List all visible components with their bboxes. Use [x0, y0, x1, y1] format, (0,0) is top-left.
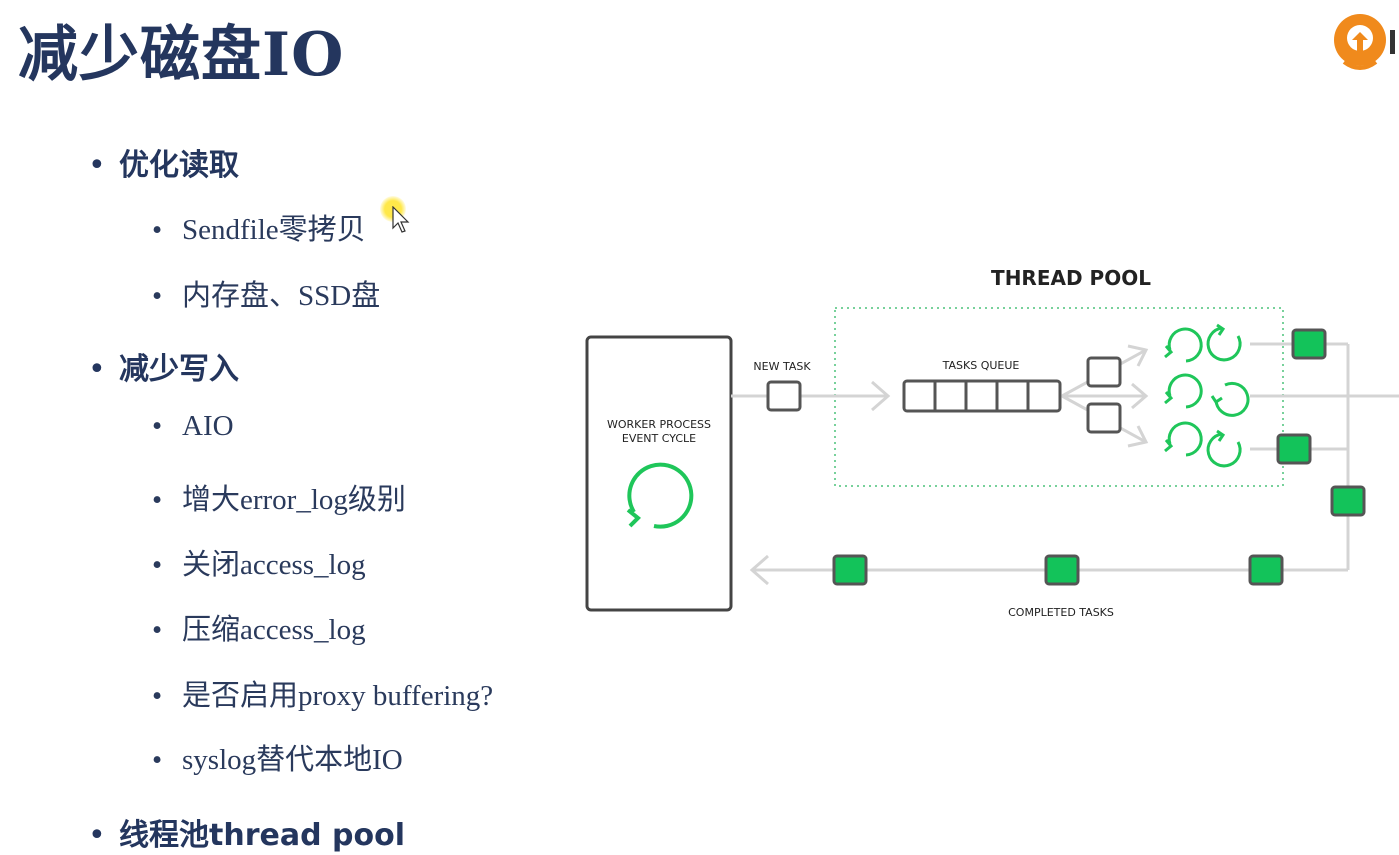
completed-label: COMPLETED TASKS: [1008, 606, 1114, 619]
finished-task-box: [832, 554, 868, 586]
queue-label: TASKS QUEUE: [942, 359, 1020, 372]
worker-label-line1: WORKER PROCESS: [607, 418, 711, 431]
finished-task-box: [1276, 433, 1312, 465]
thread-icons: [1164, 323, 1250, 468]
tasks-queue: [902, 379, 1062, 413]
bullet-proxy-buffering: • 是否启用proxy buffering?: [152, 672, 493, 714]
bullet-dot: •: [152, 214, 163, 246]
bullet-text: 线程池thread pool: [119, 818, 405, 853]
bullet-sendfile: • Sendfile零拷贝: [152, 206, 366, 248]
worker-process-box: [585, 335, 733, 612]
bullet-compress-access-log: • 压缩access_log: [152, 606, 366, 648]
bullet-dot: •: [152, 280, 163, 312]
brand-logo-icon: [1334, 14, 1395, 70]
finished-task-box: [1044, 554, 1080, 586]
bullet-dot: •: [88, 148, 106, 183]
return-lines: [1250, 342, 1399, 570]
finished-task-box: [1291, 328, 1327, 360]
mouse-cursor-icon: [392, 206, 410, 233]
bullet-text: AIO: [182, 410, 234, 442]
thread-cycle-icon: [1210, 381, 1250, 417]
bullet-text: 优化读取: [119, 148, 239, 183]
finished-task-box: [1248, 554, 1284, 586]
thread-cycle-icon: [1164, 421, 1203, 457]
new-task-label: NEW TASK: [753, 360, 811, 373]
bullet-text: 内存盘、SSD盘: [182, 280, 381, 312]
thread-cycle-icon: [1206, 323, 1242, 362]
bullet-dot: •: [152, 484, 163, 516]
bullet-text: 是否启用proxy buffering?: [182, 680, 494, 712]
bullet-error-log: • 增大error_log级别: [152, 476, 406, 518]
bullet-dot: •: [152, 680, 163, 712]
bullet-thread-pool: • 线程池thread pool: [88, 810, 405, 854]
slide-title: 减少磁盘IO: [18, 20, 345, 90]
bullet-text: syslog替代本地IO: [182, 744, 403, 776]
finished-tasks: [832, 328, 1366, 586]
bullet-dot: •: [152, 549, 163, 581]
bullet-aio: • AIO: [152, 410, 234, 443]
new-task-box: [766, 380, 802, 412]
finished-task-box: [1330, 485, 1366, 517]
thread-pool-boundary: [834, 307, 1284, 487]
diagram-title: THREAD POOL: [991, 266, 1151, 290]
bullet-syslog: • syslog替代本地IO: [152, 736, 403, 778]
bullet-ramdisk-ssd: • 内存盘、SSD盘: [152, 272, 380, 314]
new-task-arrowhead: [871, 380, 891, 412]
bullet-text: 增大error_log级别: [182, 484, 406, 516]
bullet-optimize-read: • 优化读取: [88, 140, 239, 184]
bullet-close-access-log: • 关闭access_log: [152, 541, 366, 583]
dispatch-task-box-2: [1086, 402, 1122, 434]
bullet-text: Sendfile零拷贝: [182, 214, 366, 246]
bullet-text: 压缩access_log: [182, 614, 366, 646]
bullet-dot: •: [88, 818, 106, 853]
dispatch-task-box-1: [1086, 356, 1122, 388]
bullet-reduce-write: • 减少写入: [88, 344, 239, 388]
event-cycle-icon: [626, 462, 694, 529]
bullet-dot: •: [152, 410, 163, 442]
completed-arrowhead: [749, 554, 769, 586]
bullet-text: 减少写入: [119, 352, 239, 387]
bullet-text: 关闭access_log: [182, 549, 366, 581]
bullet-dot: •: [88, 352, 106, 387]
bullet-dot: •: [152, 744, 163, 776]
bullet-dot: •: [152, 614, 163, 646]
thread-cycle-icon: [1164, 327, 1203, 363]
worker-label-line2: EVENT CYCLE: [622, 432, 696, 445]
thread-cycle-icon: [1206, 429, 1242, 468]
thread-cycle-icon: [1164, 373, 1203, 409]
